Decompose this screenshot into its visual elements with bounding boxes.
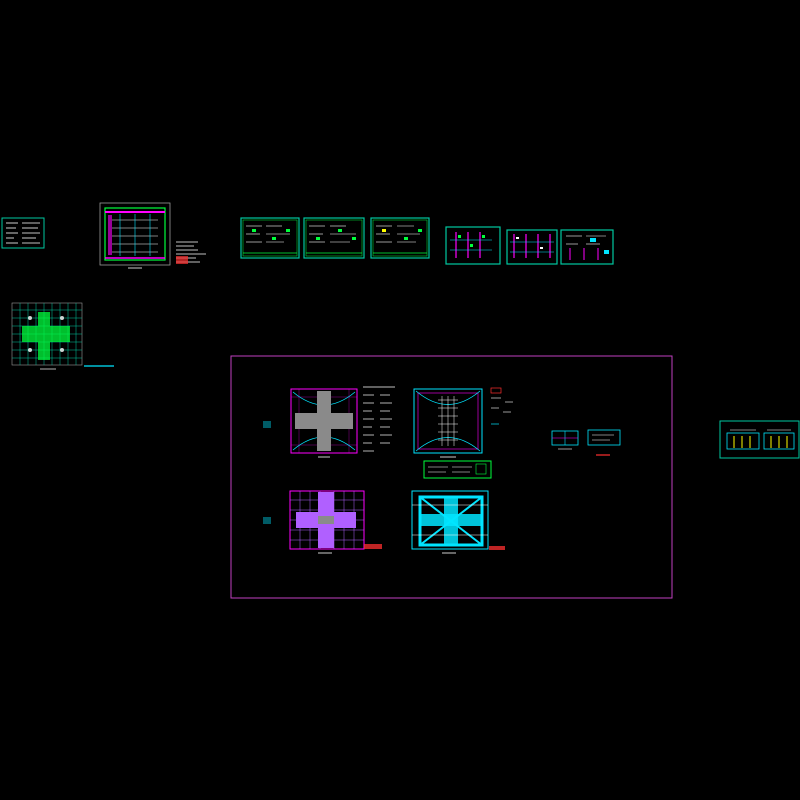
plan-2-structural[interactable]: [413, 388, 483, 458]
plan-1-gray-core[interactable]: [290, 388, 358, 458]
plan-2-notes: [490, 387, 513, 425]
elevation-sheet-3[interactable]: [560, 229, 614, 265]
elevation-sheet-2[interactable]: [506, 229, 558, 265]
section-sheet-right[interactable]: [719, 420, 800, 459]
plan-3-purple-core[interactable]: [289, 490, 382, 554]
axis-tick-marks-upper: [263, 421, 271, 428]
axis-tick-marks-lower: [263, 517, 271, 524]
main-plan-frame[interactable]: [230, 355, 673, 599]
green-summary-table[interactable]: [423, 460, 492, 479]
detail-sheet-1[interactable]: [240, 217, 300, 259]
small-detail-b[interactable]: [587, 429, 621, 456]
detail-sheet-3[interactable]: [370, 217, 430, 259]
detail-sheet-2[interactable]: [303, 217, 365, 259]
elevation-sheet-1[interactable]: [445, 226, 501, 265]
small-detail-a[interactable]: [551, 430, 579, 450]
plan-4-cyan-framing[interactable]: [411, 490, 505, 554]
site-plan-sheet[interactable]: [99, 202, 206, 269]
plan-1-notes: [363, 386, 395, 452]
grid-plan-sheet[interactable]: [11, 302, 114, 370]
legend-sheet[interactable]: [1, 217, 45, 249]
